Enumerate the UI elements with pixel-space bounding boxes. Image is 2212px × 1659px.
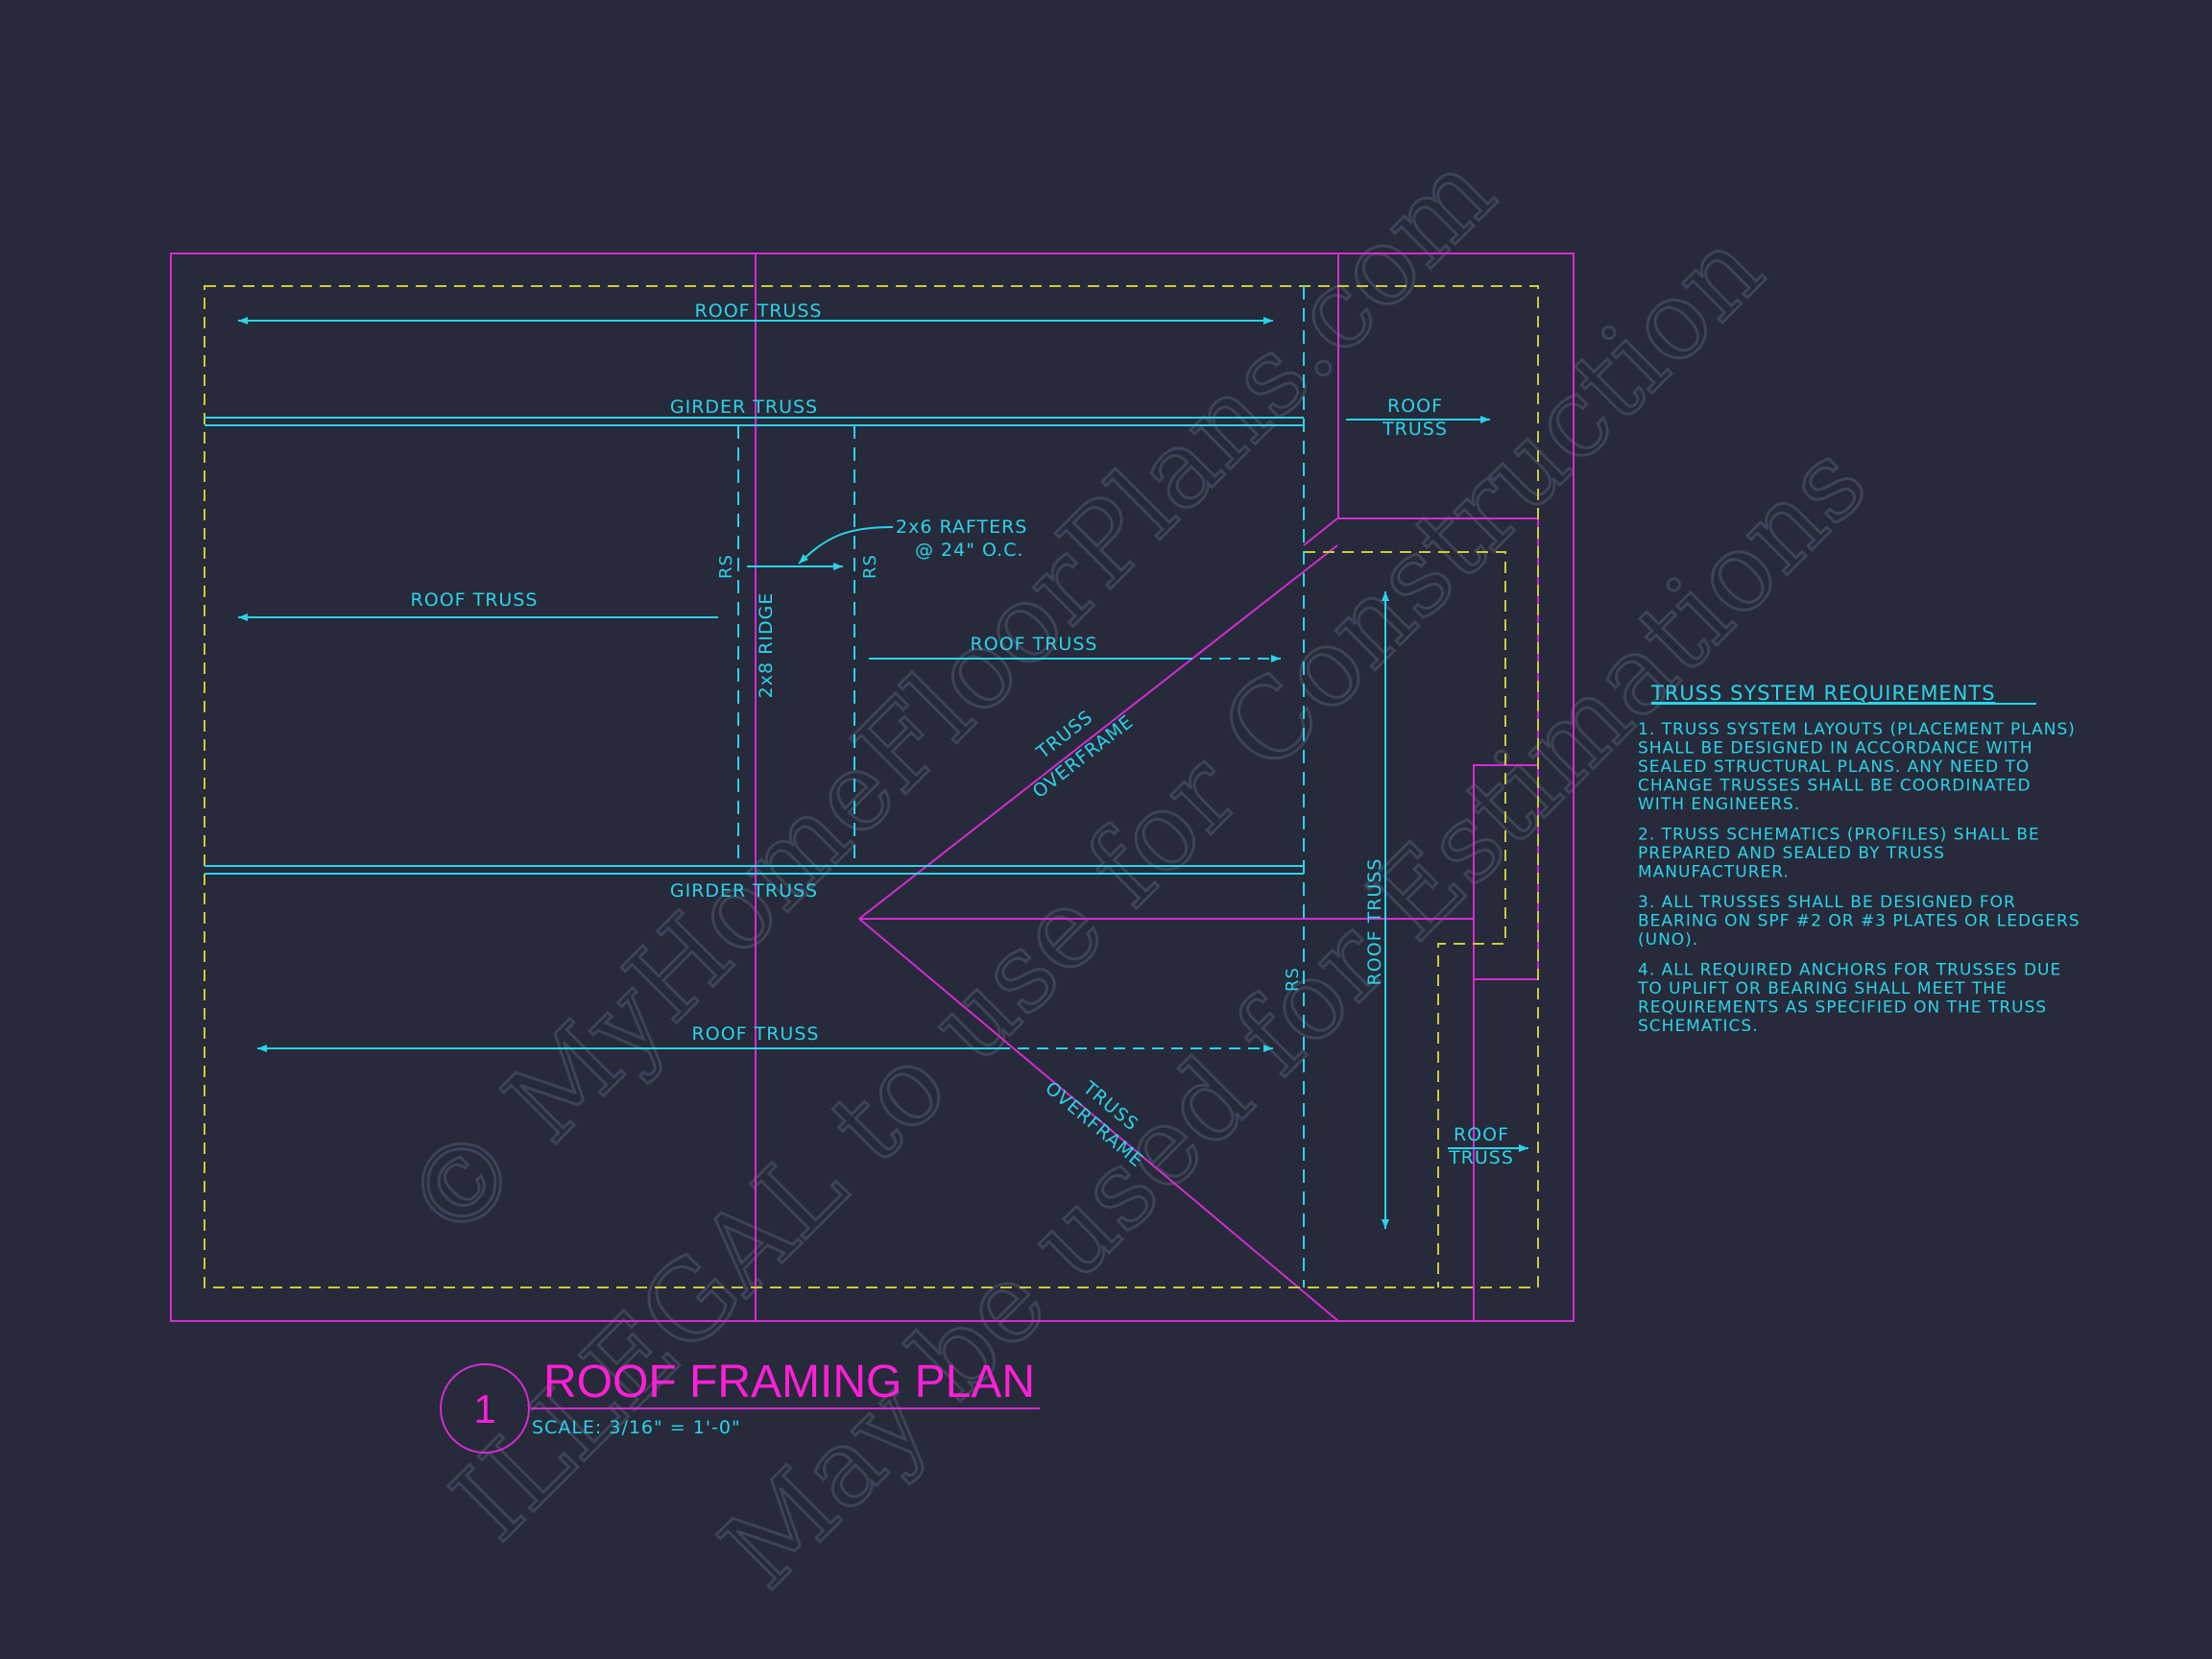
- hip-connector-line: [1303, 517, 1338, 546]
- note-1-line-1: 1. TRUSS SYSTEM LAYOUTS (PLACEMENT PLANS…: [1638, 720, 2076, 739]
- note-4-line-2: TO UPLIFT OR BEARING SHALL MEET THE: [1637, 979, 2008, 998]
- drawing-title: ROOF FRAMING PLAN: [543, 1357, 1035, 1407]
- label-girder-truss-lower: GIRDER TRUSS: [670, 880, 818, 902]
- label-rs-lower: RS: [1283, 967, 1303, 992]
- bearing-lines: [204, 285, 1539, 1288]
- overframe-diagonal-lower: [858, 918, 1339, 1322]
- note-2-line-3: MANUFACTURER.: [1638, 863, 1790, 882]
- note-1-line-4: CHANGE TRUSSES SHALL BE COORDINATED: [1638, 777, 2032, 796]
- truss-requirements-notes: TRUSS SYSTEM REQUIREMENTS 1. TRUSS SYSTE…: [1637, 682, 2080, 1036]
- drawing-scale: SCALE: 3/16" = 1'-0": [532, 1417, 741, 1438]
- note-4-line-3: REQUIREMENTS AS SPECIFIED ON THE TRUSS: [1638, 998, 2047, 1018]
- note-2-line-1: 2. TRUSS SCHEMATICS (PROFILES) SHALL BE: [1638, 826, 2040, 845]
- label-ridge: 2x8 RIDGE: [756, 592, 777, 699]
- label-roof-small-line1: ROOF: [1454, 1124, 1509, 1145]
- note-1-line-5: WITH ENGINEERS.: [1638, 795, 1800, 814]
- bearing-inner-line: [1304, 551, 1506, 1287]
- label-rs-right: RS: [860, 554, 880, 579]
- label-roof-truss-vertical: ROOF TRUSS: [1364, 858, 1385, 986]
- note-2-line-2: PREPARED AND SEALED BY TRUSS: [1638, 844, 1945, 863]
- label-roof-truss-bottom: ROOF TRUSS: [692, 1023, 820, 1045]
- note-1-line-2: SHALL BE DESIGNED IN ACCORDANCE WITH: [1638, 739, 2033, 758]
- note-3-line-3: (UNO).: [1638, 930, 1698, 950]
- bearing-outline: [204, 285, 1539, 1288]
- label-rafters-line1: 2x6 RAFTERS: [896, 517, 1027, 538]
- note-4-line-1: 4. ALL REQUIRED ANCHORS FOR TRUSSES DUE: [1638, 961, 2061, 980]
- label-roof-small-line2: TRUSS: [1448, 1147, 1514, 1168]
- notes-heading: TRUSS SYSTEM REQUIREMENTS: [1650, 682, 1996, 705]
- label-roof-notch-line1: ROOF: [1387, 396, 1443, 417]
- note-4-line-4: SCHEMATICS.: [1638, 1017, 1759, 1036]
- note-3-line-2: BEARING ON SPF #2 OR #3 PLATES OR LEDGER…: [1638, 912, 2080, 931]
- label-roof-truss-left: ROOF TRUSS: [411, 589, 539, 611]
- label-rafters-line2: @ 24" O.C.: [915, 540, 1024, 561]
- drawing-number: 1: [473, 1386, 495, 1431]
- label-roof-truss-top: ROOF TRUSS: [695, 301, 823, 322]
- note-3-line-1: 3. ALL TRUSSES SHALL BE DESIGNED FOR: [1638, 893, 2016, 912]
- label-rs-left: RS: [716, 554, 736, 579]
- drawing-number-circle: [440, 1363, 530, 1454]
- label-girder-truss-upper: GIRDER TRUSS: [670, 397, 818, 418]
- label-roof-truss-middle: ROOF TRUSS: [971, 634, 1098, 655]
- rafter-leader: [798, 526, 894, 565]
- overframe-diagonal-upper: [858, 544, 1338, 920]
- outer-wall-outline: [170, 252, 1575, 1322]
- title-block: 1 ROOF FRAMING PLAN SCALE: 3/16" = 1'-0": [440, 1357, 1040, 1454]
- notes-body: 1. TRUSS SYSTEM LAYOUTS (PLACEMENT PLANS…: [1637, 720, 2080, 1036]
- label-roof-notch-line2: TRUSS: [1382, 419, 1448, 440]
- framing: [204, 286, 1528, 1287]
- note-1-line-3: SEALED STRUCTURAL PLANS. ANY NEED TO: [1638, 757, 2030, 777]
